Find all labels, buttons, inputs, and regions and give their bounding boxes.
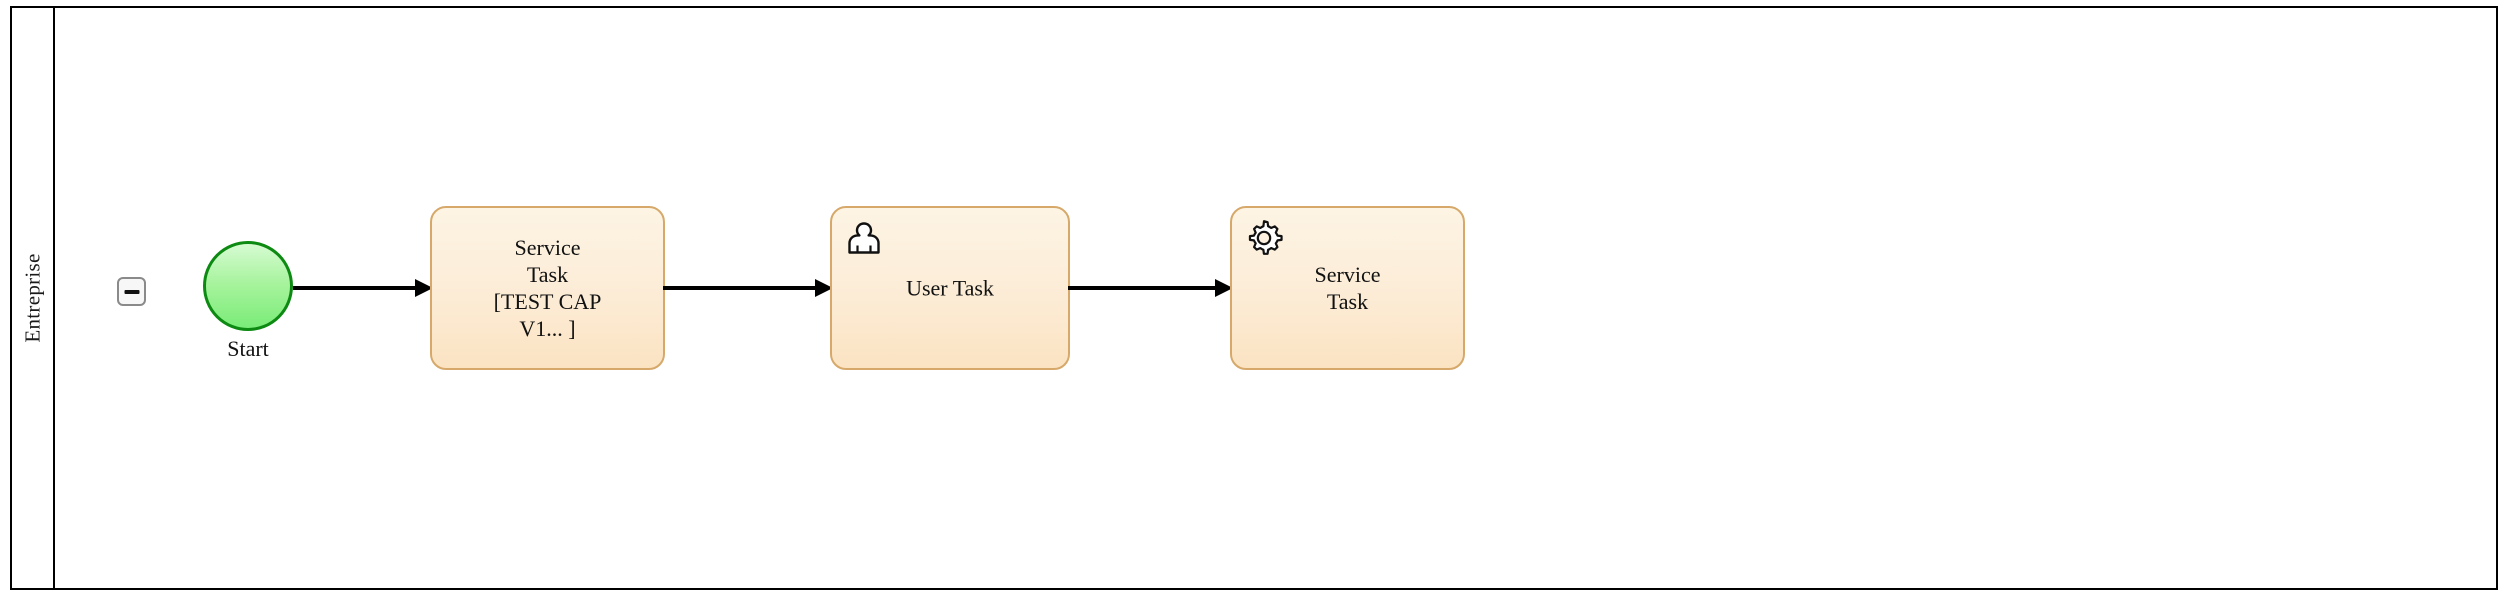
task-service-2-label: Service Task <box>1314 262 1381 314</box>
lane-header: Entreprise <box>12 8 55 588</box>
start-event-circle <box>203 241 293 331</box>
user-icon <box>844 218 884 258</box>
start-event-label: Start <box>227 336 269 361</box>
task-service-1-label: Service Task [TEST CAP V1... ] <box>493 235 602 341</box>
task-user[interactable]: User Task <box>830 206 1070 370</box>
sequence-flow-3 <box>1068 277 1233 299</box>
lane-collapse-button[interactable] <box>117 277 146 306</box>
task-user-label: User Task <box>906 275 994 301</box>
pool-entreprise: Entreprise Start Service Task [TES <box>10 6 2498 590</box>
lane-body: Start Service Task [TEST CAP V1... ] <box>55 8 2496 588</box>
start-event[interactable]: Start <box>203 241 293 361</box>
task-service-1[interactable]: Service Task [TEST CAP V1... ] <box>430 206 665 370</box>
task-service-2[interactable]: Service Task <box>1230 206 1465 370</box>
gear-icon <box>1244 218 1284 258</box>
sequence-flow-1 <box>293 277 433 299</box>
minus-icon <box>124 289 139 294</box>
sequence-flow-2 <box>663 277 833 299</box>
lane-title: Entreprise <box>20 253 44 343</box>
